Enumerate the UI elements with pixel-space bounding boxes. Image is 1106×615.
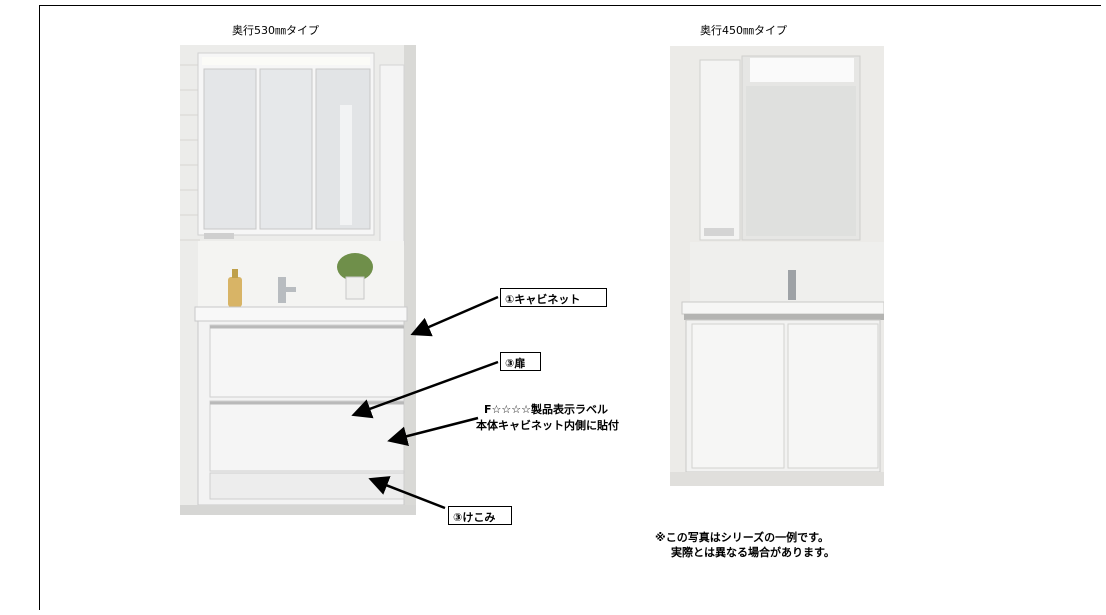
f-label-arrow [387,416,479,446]
kickplate-arrow [368,476,446,510]
kickplate-label: ③けこみ [448,506,512,525]
door-label: ③扉 [500,352,541,371]
vanity-450-photo [670,46,884,486]
note-line2: 実際とは異なる場合があります。 [671,546,835,559]
vanity-530-photo [180,45,416,515]
note-line1: ※この写真はシリーズの一例です。 [655,531,830,544]
f-label-line2: 本体キャビネット内側に貼付 [476,419,619,432]
left-photo-caption: 奥行530㎜タイプ [232,24,319,37]
f-label-line1: F☆☆☆☆製品表示ラベル [484,403,608,416]
door-arrow [351,360,499,419]
right-photo-caption: 奥行450㎜タイプ [700,24,787,37]
cabinet-label: ①キャビネット [500,288,607,307]
page-frame [39,5,1101,610]
cabinet-arrow [410,295,499,337]
